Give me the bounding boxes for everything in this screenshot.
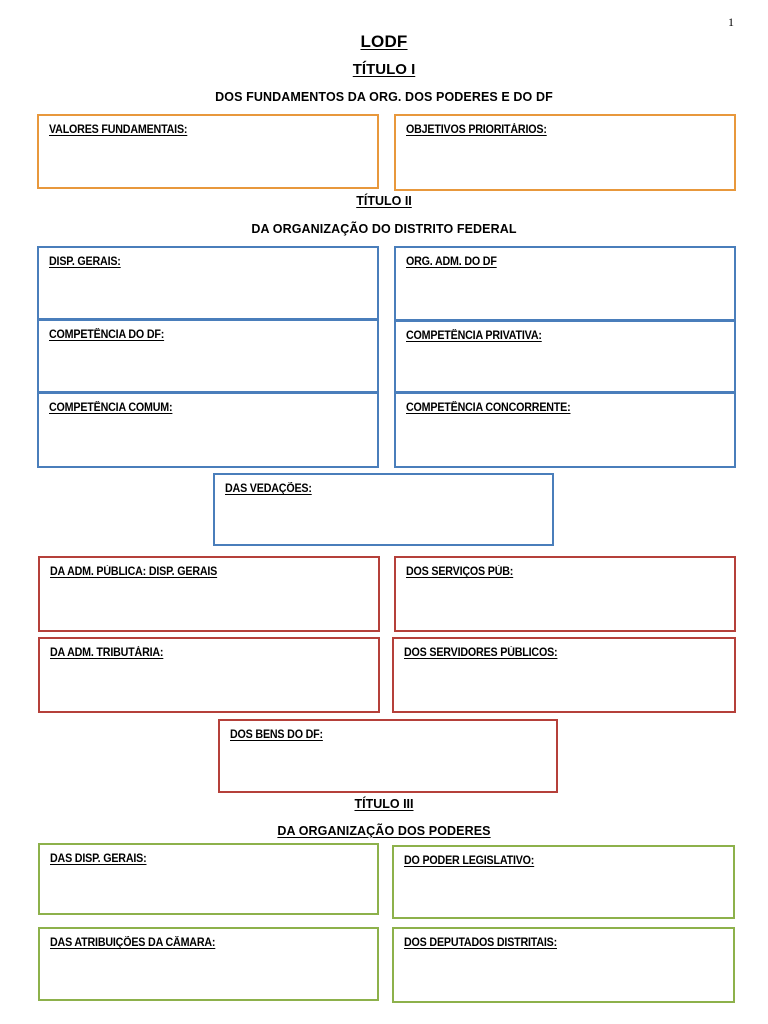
heading-titulo-1-text: TÍTULO I <box>352 61 416 78</box>
box-label: DA ADM. PÚBLICA: DISP. GERAIS <box>50 566 218 578</box>
box-label: COMPETÊNCIA PRIVATIVA: <box>406 330 542 342</box>
page-title-text: LODF <box>360 32 408 51</box>
heading-titulo-1: TÍTULO I <box>0 61 768 78</box>
box-label: DAS DISP. GERAIS: <box>50 853 147 865</box>
box-label: DA ADM. TRIBUTÁRIA: <box>50 647 164 659</box>
box-label: OBJETIVOS PRIORITÁRIOS: <box>406 124 547 136</box>
heading-subtitulo-3: DA ORGANIZAÇÃO DOS PODERES <box>0 824 768 838</box>
box-adm-tributaria: DA ADM. TRIBUTÁRIA: <box>38 637 380 713</box>
box-objetivos-prioritarios: OBJETIVOS PRIORITÁRIOS: <box>394 114 736 191</box>
box-dos-bens-do-df: DOS BENS DO DF: <box>218 719 558 793</box>
heading-titulo-2-text: TÍTULO II <box>356 194 412 208</box>
box-label: COMPETÊNCIA CONCORRENTE: <box>406 402 571 414</box>
heading-subtitulo-3-text: DA ORGANIZAÇÃO DOS PODERES <box>277 824 491 838</box>
box-label: DOS SERVIDORES PÚBLICOS: <box>404 647 558 659</box>
box-das-atribuicoes-da-camara: DAS ATRIBUIÇÕES DA CÂMARA: <box>38 927 379 1001</box>
box-label: COMPETÊNCIA COMUM: <box>49 402 173 414</box>
heading-subtitulo-2: DA ORGANIZAÇÃO DO DISTRITO FEDERAL <box>251 222 517 236</box>
box-disp-gerais: DISP. GERAIS: <box>37 246 379 320</box>
box-label: DOS BENS DO DF: <box>230 729 323 741</box>
box-do-poder-legislativo: DO PODER LEGISLATIVO: <box>392 845 735 919</box>
box-dos-servicos-pub: DOS SERVIÇOS PÚB: <box>394 556 736 632</box>
box-dos-servidores-publicos: DOS SERVIDORES PÚBLICOS: <box>392 637 736 713</box>
box-competencia-privativa: COMPETÊNCIA PRIVATIVA: <box>394 320 736 393</box>
box-label: DOS DEPUTADOS DISTRITAIS: <box>404 937 558 949</box>
page-title: LODF <box>0 32 768 52</box>
box-org-adm-do-df: ORG. ADM. DO DF <box>394 246 736 321</box>
page-number: 1 <box>728 15 734 29</box>
box-label: DAS VEDAÇÕES: <box>225 483 312 495</box>
box-label: ORG. ADM. DO DF <box>406 256 497 268</box>
box-competencia-comum: COMPETÊNCIA COMUM: <box>37 392 379 468</box>
box-das-disp-gerais: DAS DISP. GERAIS: <box>38 843 379 915</box>
box-dos-deputados-distritais: DOS DEPUTADOS DISTRITAIS: <box>392 927 735 1003</box>
box-adm-publica-disp-gerais: DA ADM. PÚBLICA: DISP. GERAIS <box>38 556 380 632</box>
box-competencia-concorrente: COMPETÊNCIA CONCORRENTE: <box>394 392 736 468</box>
box-label: COMPETÊNCIA DO DF: <box>49 329 165 341</box>
heading-titulo-2: TÍTULO II <box>0 194 768 208</box>
box-das-vedacoes: DAS VEDAÇÕES: <box>213 473 554 546</box>
heading-subtitulo-1: DOS FUNDAMENTOS DA ORG. DOS PODERES E DO… <box>215 90 553 104</box>
box-competencia-do-df: COMPETÊNCIA DO DF: <box>37 319 379 393</box>
box-label: DAS ATRIBUIÇÕES DA CÂMARA: <box>50 937 216 949</box>
box-label: VALORES FUNDAMENTAIS: <box>49 124 188 136</box>
box-label: DOS SERVIÇOS PÚB: <box>406 566 514 578</box>
box-valores-fundamentais: VALORES FUNDAMENTAIS: <box>37 114 379 189</box>
heading-titulo-3: TÍTULO III <box>0 797 768 811</box>
heading-titulo-3-text: TÍTULO III <box>354 797 414 811</box>
box-label: DO PODER LEGISLATIVO: <box>404 855 535 867</box>
box-label: DISP. GERAIS: <box>49 256 121 268</box>
